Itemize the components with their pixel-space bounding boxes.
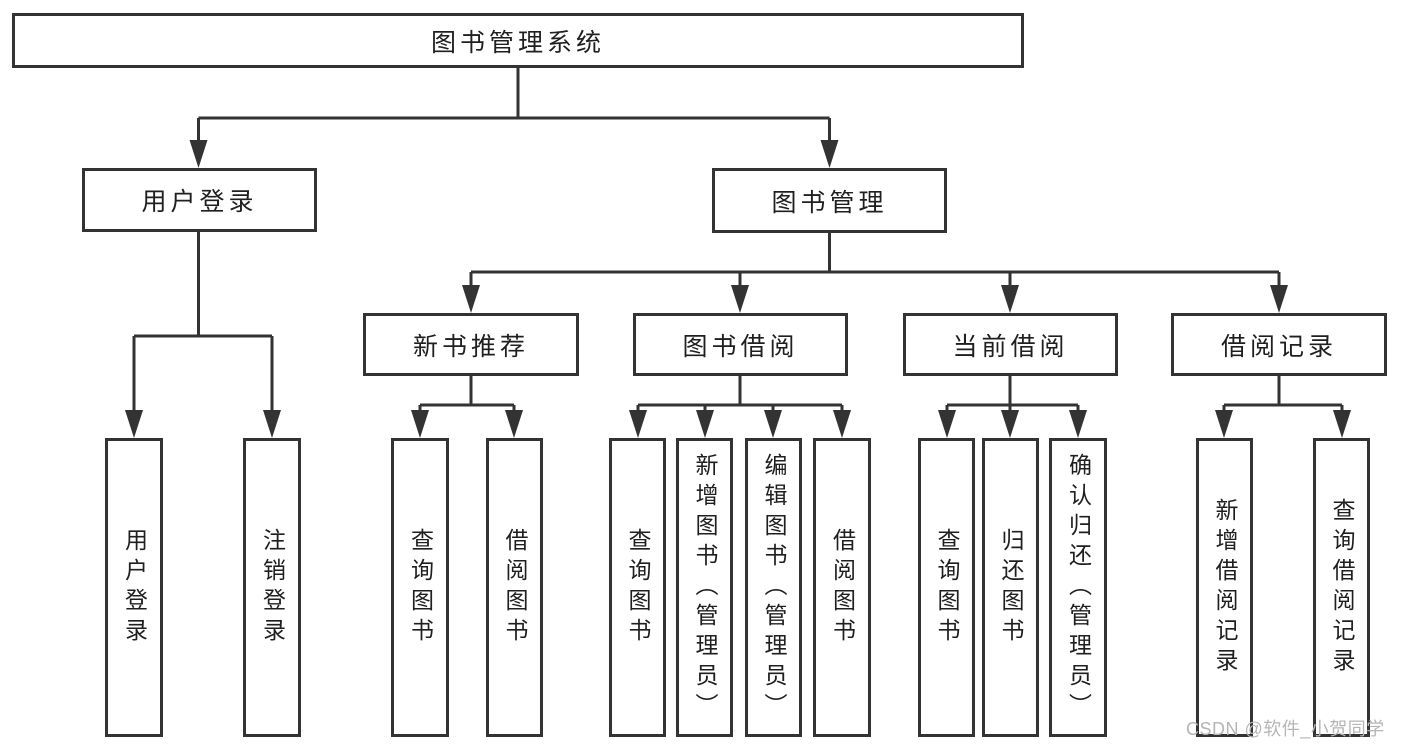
- node-book-borrow: 图书借阅: [633, 313, 848, 376]
- connector-book-mgmt: [469, 233, 1281, 290]
- leaf-confirm-return-admin: 确认归还（管理员）: [1049, 438, 1107, 737]
- node-root-system: 图书管理系统: [12, 13, 1024, 68]
- node-current-borrow: 当前借阅: [903, 313, 1118, 376]
- leaf-add-borrow-record: 新增借阅记录: [1196, 438, 1253, 737]
- connector-new-book: [418, 376, 516, 415]
- connector-root: [197, 68, 831, 145]
- leaf-newbook-query-books: 查询图书: [391, 438, 449, 737]
- leaf-return-books: 归还图书: [982, 438, 1039, 737]
- leaf-edit-books-admin: 编辑图书（管理员）: [745, 438, 802, 737]
- leaf-user-login: 用户登录: [105, 438, 163, 737]
- leaf-query-borrow-record: 查询借阅记录: [1313, 438, 1370, 737]
- leaf-logout: 注销登录: [243, 438, 301, 737]
- node-borrow-records: 借阅记录: [1171, 313, 1387, 376]
- leaf-borrow-query-books: 查询图书: [609, 438, 666, 737]
- node-user-login: 用户登录: [82, 168, 317, 232]
- connector-user-login: [132, 232, 274, 415]
- connector-book-borrow: [636, 376, 844, 415]
- connector-borrow-records: [1222, 376, 1344, 415]
- csdn-watermark: CSDN @软件_小贺同学: [1186, 719, 1385, 739]
- node-book-management: 图书管理: [712, 168, 947, 233]
- arrowheads: [125, 140, 1351, 438]
- leaf-add-books-admin: 新增图书（管理员）: [676, 438, 733, 737]
- leaf-newbook-borrow-books: 借阅图书: [486, 438, 543, 737]
- leaf-current-query-books: 查询图书: [918, 438, 975, 737]
- connector-current-borrow: [945, 376, 1080, 415]
- node-new-book-recommend: 新书推荐: [363, 313, 579, 376]
- leaf-borrow-books: 借阅图书: [813, 438, 871, 737]
